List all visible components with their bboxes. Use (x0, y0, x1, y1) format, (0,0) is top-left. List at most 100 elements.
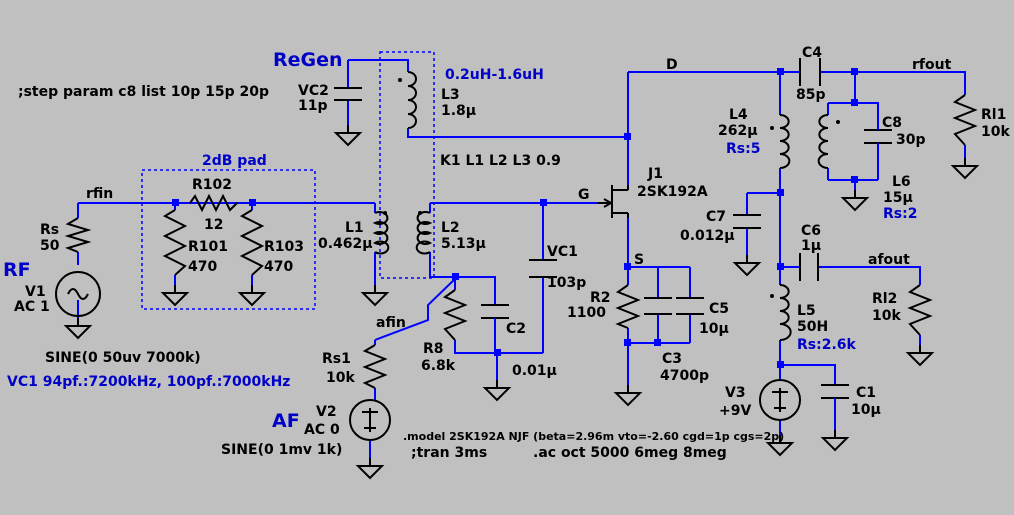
rl2-name: Rl2 (872, 291, 897, 307)
resistor-rs (64, 217, 92, 253)
r2-value: 1100 (567, 305, 606, 321)
c3-value: 4700p (660, 368, 709, 384)
resistor-r103 (239, 209, 265, 276)
rl1-name: Rl1 (981, 107, 1006, 123)
v1-name: V1 (25, 284, 46, 300)
r103-value: 470 (264, 259, 293, 275)
rl2-value: 10k (872, 308, 901, 324)
l6-name: L6 (892, 174, 911, 190)
capacitor-vc2 (334, 87, 362, 101)
resistor-r102 (189, 193, 238, 213)
resistor-r2 (615, 284, 641, 329)
rf-title: RF (3, 259, 31, 281)
r103-name: R103 (264, 239, 304, 255)
r8-value: 6.8k (421, 358, 456, 374)
inductor-l4 (779, 114, 791, 169)
c7-value: 0.012µ (680, 228, 735, 244)
capacitor-c3 (644, 297, 672, 315)
ground-icon (65, 317, 91, 339)
net-afout: afout (868, 252, 910, 268)
pad-title: 2dB pad (202, 153, 267, 169)
inductor-l5 (779, 284, 792, 341)
resistor-rl2 (907, 284, 933, 336)
resistor-rl1 (952, 94, 978, 146)
rs1-value: 10k (326, 370, 355, 386)
capacitor-c6 (799, 253, 819, 281)
net-s: S (634, 252, 644, 268)
l3-name: L3 (441, 87, 460, 103)
c2-value: 0.01µ (512, 363, 557, 379)
annotations: ReGen RF AF ;step param c8 list 10p 15p … (3, 45, 1010, 461)
j1-value: 2SK192A (637, 184, 708, 200)
coupling-directive: K1 L1 L2 L3 0.9 (440, 153, 561, 169)
rs1-name: Rs1 (322, 351, 351, 367)
net-rfout: rfout (912, 57, 952, 73)
c3-name: C3 (662, 351, 682, 367)
l5-value: 50H (797, 319, 828, 335)
v1-value: AC 1 (14, 299, 50, 315)
inductor-l2 (415, 211, 433, 255)
rs-value: 50 (40, 238, 60, 254)
regen-title: ReGen (273, 49, 343, 71)
l2-value: 5.13µ (441, 236, 486, 252)
c8-value: 30p (896, 132, 926, 148)
l5-name: L5 (797, 303, 816, 319)
pad-box (141, 169, 316, 310)
c6-name: C6 (801, 223, 821, 239)
components (55, 58, 978, 479)
step-directive: ;step param c8 list 10p 15p 20p (18, 84, 269, 100)
c6-value: 1µ (801, 238, 821, 254)
source-v1 (55, 271, 101, 317)
l6-value: 15µ (883, 190, 913, 206)
c7-name: C7 (706, 209, 726, 225)
l4-name: L4 (729, 107, 748, 123)
c4-value: 85p (796, 87, 826, 103)
resistor-r8 (442, 289, 468, 341)
l3-range-note: 0.2uH-1.6uH (445, 67, 544, 83)
l2-name: L2 (441, 220, 460, 236)
jfet-j1 (598, 185, 629, 218)
net-rfin: rfin (86, 186, 113, 202)
rl1-value: 10k (981, 124, 1010, 140)
source-v2 (349, 399, 391, 441)
junctions (172, 68, 858, 368)
capacitor-c8 (864, 129, 892, 144)
r101-value: 470 (188, 259, 217, 275)
af-title: AF (272, 410, 300, 432)
capacitor-c1 (821, 384, 849, 399)
c5-name: C5 (709, 301, 729, 317)
capacitor-vc1 (529, 259, 557, 278)
r101-name: R101 (188, 239, 228, 255)
l4-value: 262µ (718, 123, 758, 139)
net-g: G (578, 187, 590, 203)
resistor-rs1 (362, 344, 388, 389)
c4-name: C4 (802, 45, 822, 61)
inductor-l1 (372, 211, 390, 255)
capacitor-c2 (481, 304, 509, 319)
l4-rs: Rs:5 (726, 141, 760, 157)
j1-name: J1 (647, 166, 663, 182)
tran-directive: ;tran 3ms (411, 445, 487, 461)
l1-value: 0.462µ (318, 236, 373, 252)
l5-rs: Rs:2.6k (797, 337, 857, 353)
r102-name: R102 (192, 177, 232, 193)
c2-name: C2 (506, 321, 526, 337)
vc2-value: 11p (298, 98, 328, 114)
model-directive: .model 2SK192A NJF (beta=2.96m vto=-2.60… (403, 430, 784, 443)
v3-value: +9V (719, 403, 751, 419)
r8-name: R8 (423, 341, 444, 357)
r2-name: R2 (590, 290, 611, 306)
v2-sine: SINE(0 1mv 1k) (221, 442, 342, 458)
v3-name: V3 (725, 385, 746, 401)
resistor-r101 (162, 209, 188, 276)
vc1-note: VC1 94pf.:7200kHz, 100pf.:7000kHz (7, 374, 290, 390)
inductor-l6 (817, 114, 829, 169)
rs-name: Rs (40, 222, 59, 238)
vc1-value: 103p (547, 275, 586, 291)
ac-directive: .ac oct 5000 6meg 8meg (533, 445, 727, 461)
net-d: D (666, 57, 678, 73)
c1-name: C1 (856, 385, 876, 401)
c5-value: 10µ (699, 321, 729, 337)
vc2-name: VC2 (298, 83, 329, 99)
